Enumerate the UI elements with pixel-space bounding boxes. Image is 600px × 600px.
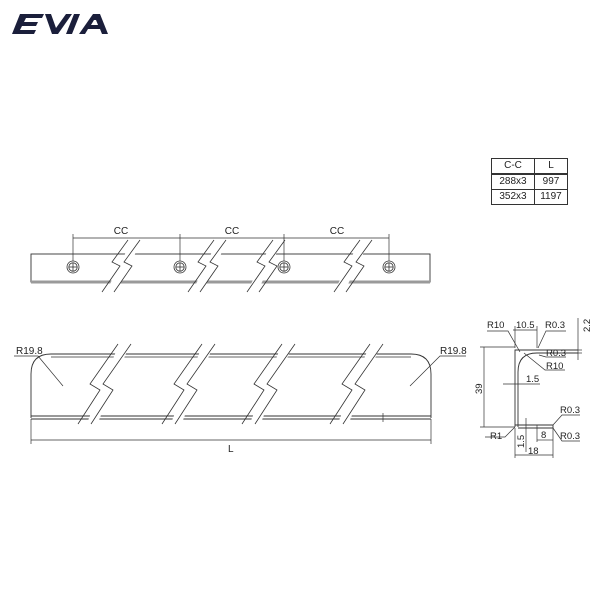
- profile-thickness-top: 2.2: [582, 319, 593, 332]
- cc-label: CC: [225, 226, 239, 237]
- profile-r10-top: R10: [487, 320, 504, 331]
- mounting-hole-icon: [173, 260, 187, 274]
- table-cell-l: 1197: [534, 189, 568, 205]
- front-view: [14, 343, 466, 444]
- profile-r03-inner: R0.3: [546, 348, 566, 359]
- mounting-hole-icon: [66, 260, 80, 274]
- length-label: L: [228, 444, 234, 455]
- radius-label-right: R19.8: [440, 346, 467, 357]
- profile-r10-inner: R10: [546, 361, 563, 372]
- profile-r03-bottom-lower: R0.3: [560, 431, 580, 442]
- mounting-hole-icon: [382, 260, 396, 274]
- profile-r03-bottom-right: R0.3: [560, 405, 580, 416]
- table-row: 352x3 1197: [491, 189, 568, 205]
- top-view: [30, 234, 431, 293]
- profile-base-thickness: 1.5: [516, 435, 527, 448]
- cc-label: CC: [330, 226, 344, 237]
- cc-length-table: C-C L 288x3 997 352x3 1197: [491, 158, 568, 205]
- profile-base-width: 18: [528, 446, 539, 457]
- profile-lip-width: 8: [541, 430, 546, 441]
- radius-label-left: R19.8: [16, 346, 43, 357]
- profile-width-top: 10.5: [516, 320, 535, 331]
- mounting-hole-icon: [277, 260, 291, 274]
- profile-r03-top: R0.3: [545, 320, 565, 331]
- profile-section: [480, 318, 582, 458]
- profile-r1: R1: [490, 431, 502, 442]
- profile-wall-thickness: 1.5: [526, 374, 539, 385]
- cc-label: CC: [114, 226, 128, 237]
- profile-height: 39: [474, 383, 485, 394]
- evia-logo: [12, 14, 108, 34]
